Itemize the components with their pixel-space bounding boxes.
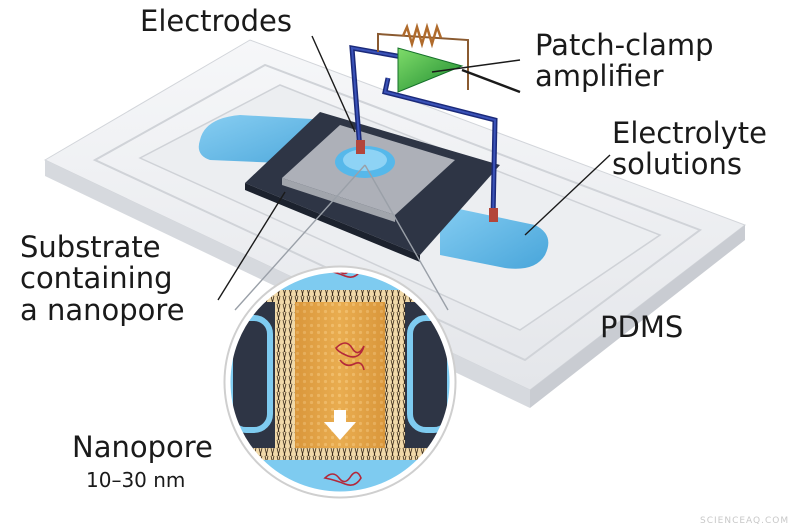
down-arrow-icon (324, 410, 356, 440)
electrode-wires (349, 22, 521, 222)
label-electrolyte-line1: Electrolyte (612, 116, 767, 150)
label-electrolyte: Electrolyte solutions (612, 116, 767, 182)
label-nanopore: Nanopore (72, 430, 213, 464)
lipid-bilayer-right (385, 300, 405, 450)
label-amplifier-line2: amplifier (535, 59, 664, 94)
label-nanopore-size: 10–30 nm (86, 468, 186, 492)
watermark: SCIENCEAQ.COM (700, 516, 790, 526)
label-substrate-line2: containing (20, 261, 173, 296)
protein-molecule-icon (323, 270, 365, 486)
lipid-bilayer-left (275, 300, 295, 450)
label-electrodes: Electrodes (140, 4, 292, 38)
label-substrate-line3: a nanopore (20, 292, 185, 327)
label-electrolyte-line2: solutions (612, 147, 742, 182)
callout-lines (217, 35, 611, 311)
amplifier-triangle-icon (397, 47, 464, 93)
label-amplifier-line1: Patch-clamp (535, 28, 714, 62)
label-amplifier: Patch-clamp amplifier (535, 28, 714, 94)
label-substrate-line1: Substrate (20, 230, 161, 264)
label-substrate: Substrate containing a nanopore (20, 230, 185, 327)
resistor-icon (401, 22, 443, 49)
nanopore-magnified-view (223, 265, 457, 499)
label-pdms: PDMS (600, 310, 684, 344)
